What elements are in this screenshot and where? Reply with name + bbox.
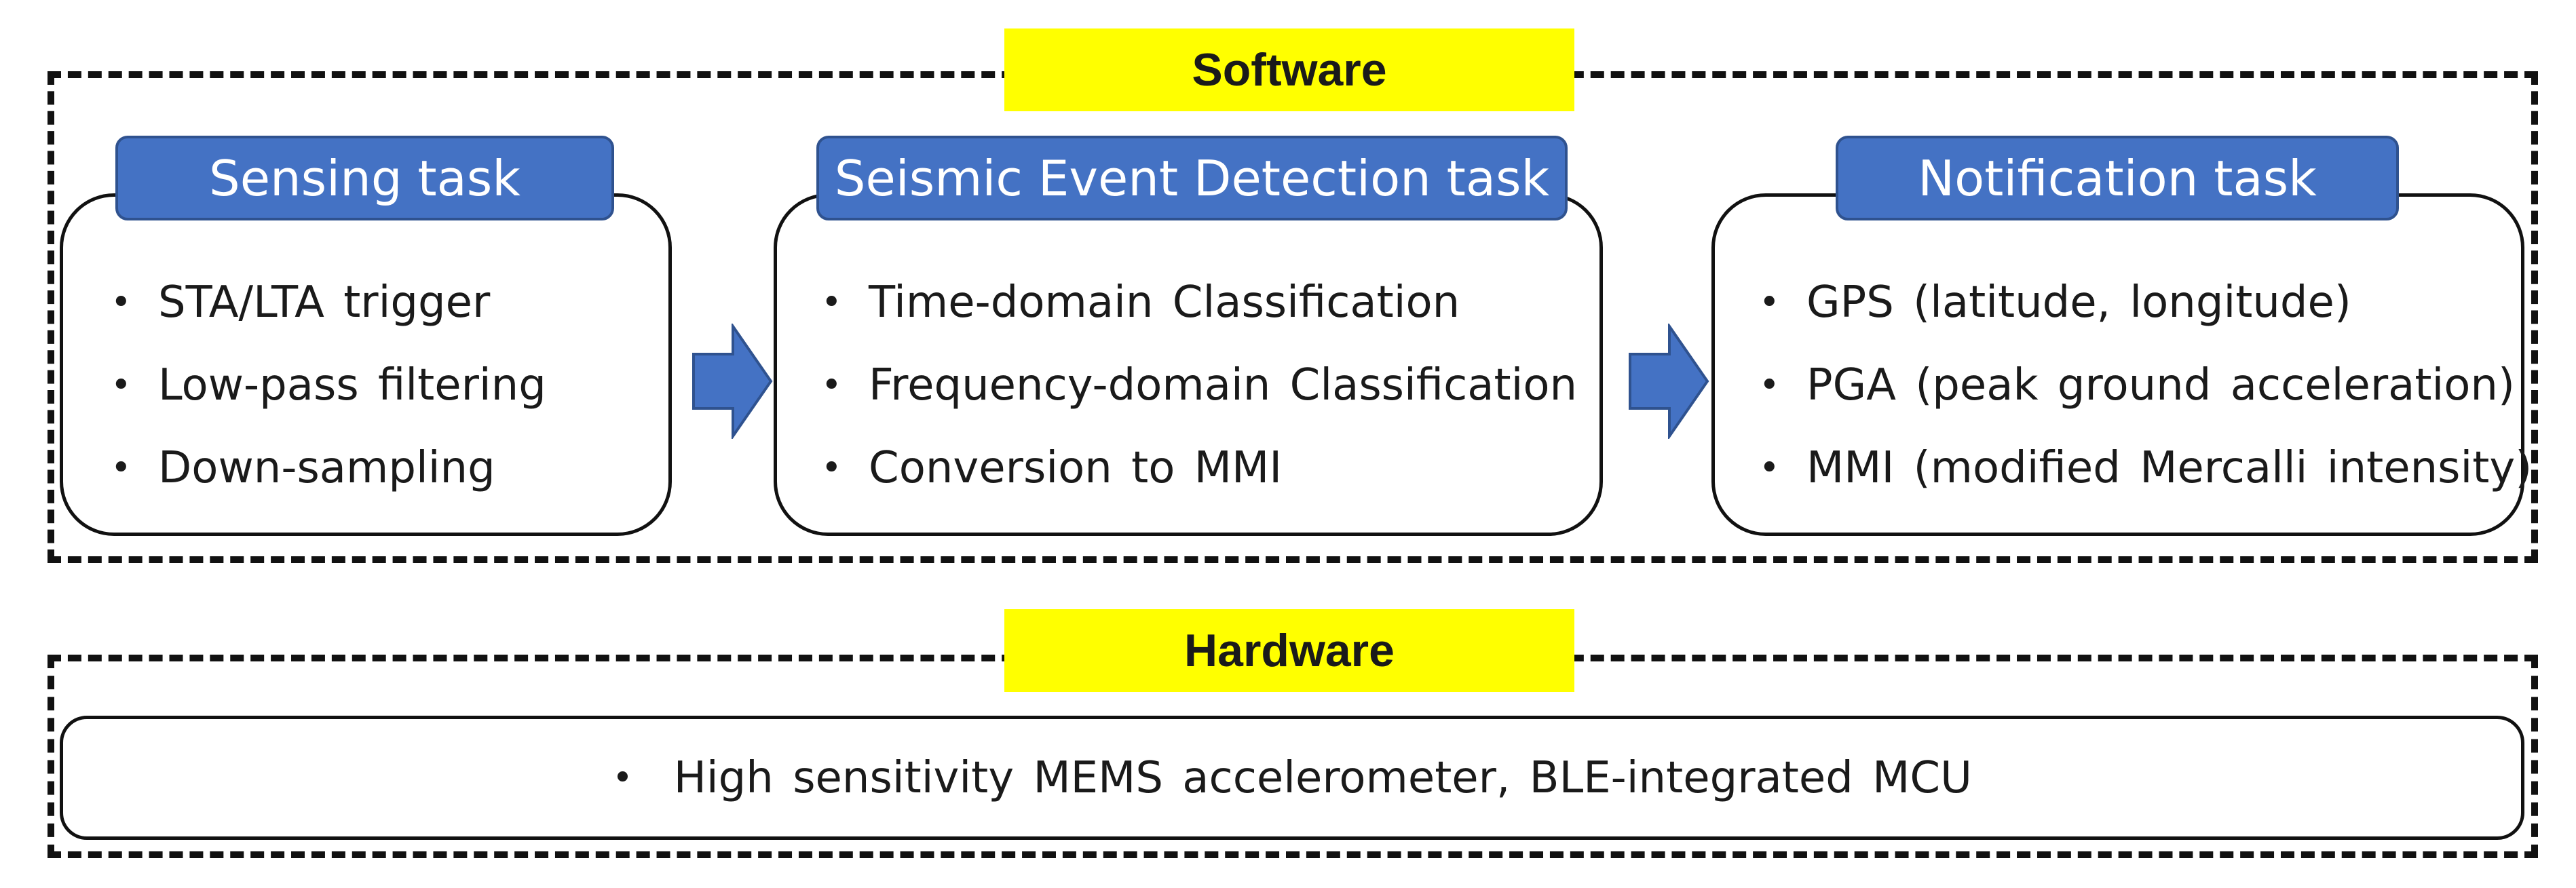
list-item: • PGA (peak ground acceleration)	[1739, 344, 2532, 427]
list-item: • High sensitivity MEMS accelerometer, B…	[612, 753, 1972, 803]
list-item-text: Time-domain Classification	[869, 277, 1460, 328]
arrow-right-icon	[692, 324, 773, 439]
detection-task-list: • Time-domain Classification • Frequency-d…	[801, 261, 1577, 509]
arrow-right-icon	[1629, 324, 1709, 439]
bullet-icon: •	[1759, 365, 1780, 406]
detection-task-box: • Time-domain Classification • Frequency-d…	[774, 193, 1603, 536]
list-item: • MMI (modified Mercalli intensity)	[1739, 427, 2532, 509]
detection-task-title: Seismic Event Detection task	[816, 136, 1568, 220]
bullet-icon: •	[111, 282, 132, 323]
bullet-icon: •	[612, 757, 633, 798]
list-item-text: PGA (peak ground acceleration)	[1806, 360, 2515, 410]
bullet-icon: •	[821, 448, 842, 488]
sensing-task-box: • STA/LTA trigger • Low-pass filtering • Do…	[60, 193, 672, 536]
sensing-task-list: • STA/LTA trigger • Low-pass filtering • Do…	[90, 261, 546, 509]
sensing-task-title: Sensing task	[115, 136, 614, 220]
list-item: • Low-pass filtering	[90, 344, 546, 427]
list-item-text: Down-sampling	[158, 443, 495, 493]
bullet-icon: •	[111, 448, 132, 488]
bullet-icon: •	[1759, 282, 1780, 323]
list-item-text: STA/LTA trigger	[158, 277, 491, 328]
notification-task-title: Notification task	[1836, 136, 2399, 220]
list-item: • STA/LTA trigger	[90, 261, 546, 344]
list-item: • GPS (latitude, longitude)	[1739, 261, 2532, 344]
bullet-icon: •	[1759, 448, 1780, 488]
list-item-text: Frequency-domain Classification	[869, 360, 1578, 410]
list-item: • Time-domain Classification	[801, 261, 1577, 344]
software-section-label: Software	[1004, 28, 1574, 111]
notification-task-box: • GPS (latitude, longitude) • PGA (peak gr…	[1711, 193, 2532, 536]
list-item: • Conversion to MMI	[801, 427, 1577, 509]
bullet-icon: •	[821, 282, 842, 323]
list-item-text: High sensitivity MEMS accelerometer, BLE…	[673, 752, 1972, 803]
list-item-text: MMI (modified Mercalli intensity)	[1806, 443, 2533, 493]
list-item-text: GPS (latitude, longitude)	[1806, 277, 2351, 328]
bullet-icon: •	[111, 365, 132, 406]
list-item-text: Conversion to MMI	[869, 443, 1283, 493]
hardware-section-label: Hardware	[1004, 609, 1574, 692]
hardware-box: • High sensitivity MEMS accelerometer, B…	[60, 716, 2524, 840]
list-item-text: Low-pass filtering	[158, 360, 546, 410]
bullet-icon: •	[821, 365, 842, 406]
list-item: • Down-sampling	[90, 427, 546, 509]
list-item: • Frequency-domain Classification	[801, 344, 1577, 427]
notification-task-list: • GPS (latitude, longitude) • PGA (peak gr…	[1739, 261, 2532, 509]
